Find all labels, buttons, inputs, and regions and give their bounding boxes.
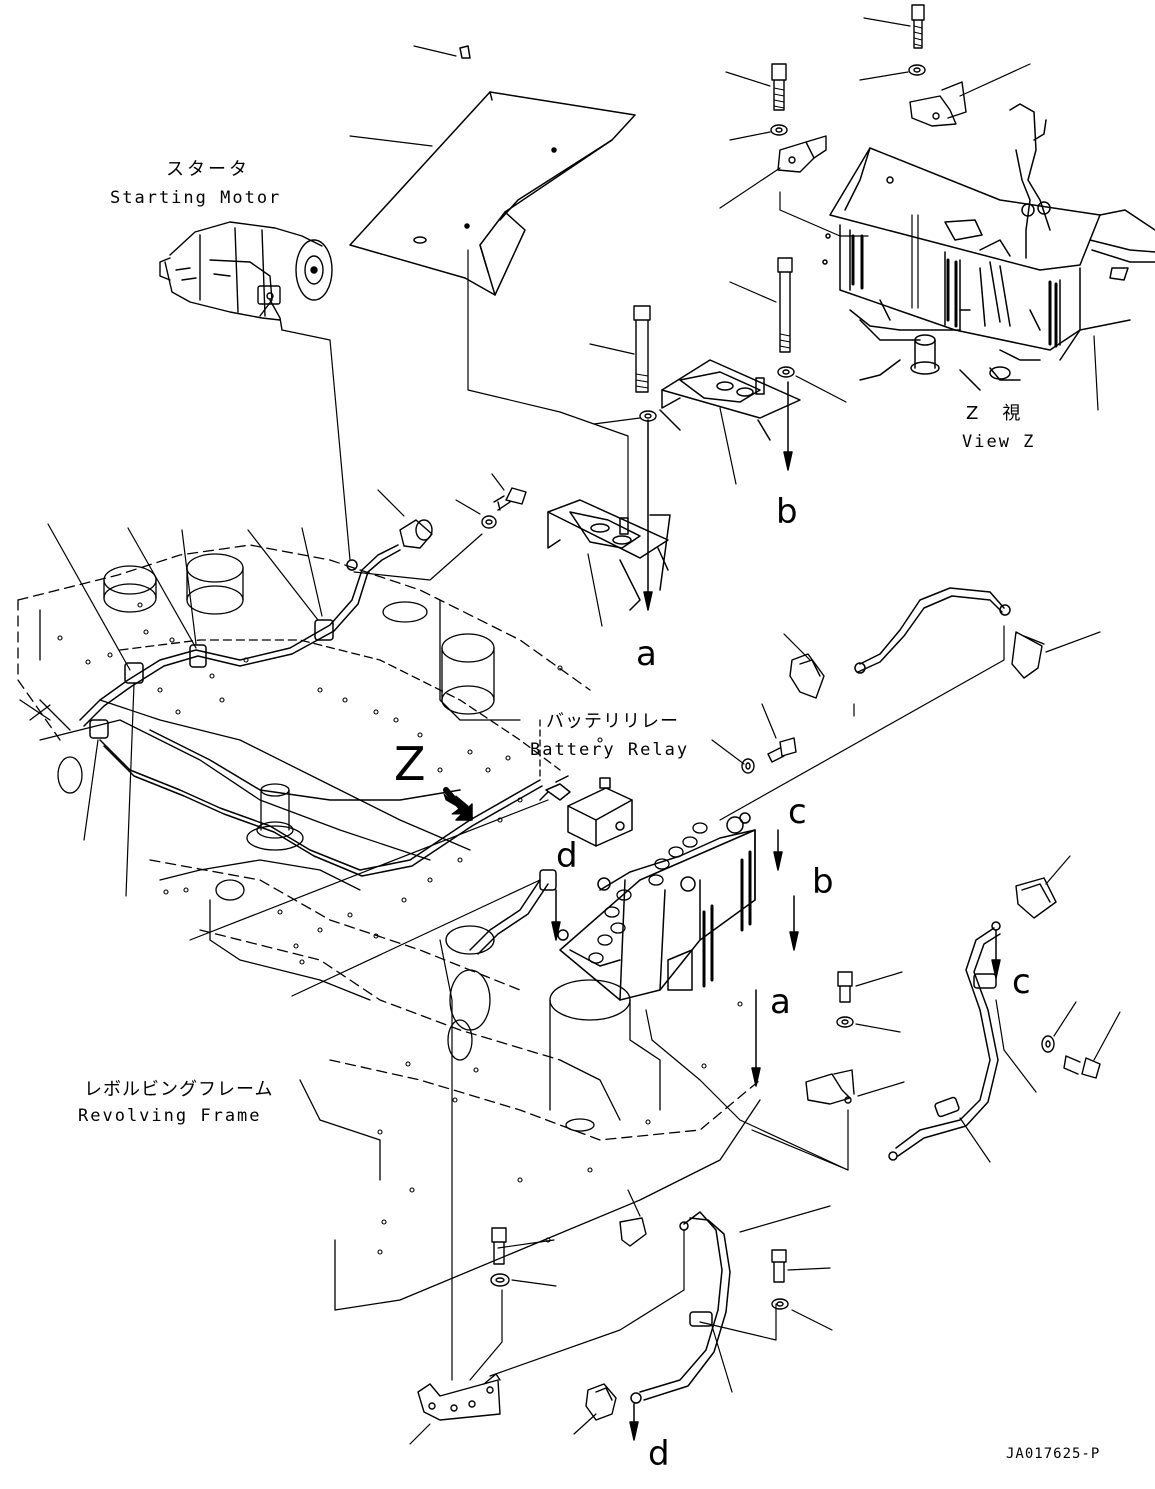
relay-label-en: Battery Relay — [530, 740, 690, 760]
view-z-illustration — [822, 103, 1155, 391]
z-view-marker: Z — [394, 737, 426, 791]
view-z-label-en: View Z — [962, 432, 1036, 452]
leader-lines — [47, 17, 1121, 1445]
frame-label-jp: レボルビングフレーム — [84, 1079, 274, 1100]
starting-motor — [159, 221, 333, 331]
battery-hold-plates — [547, 359, 801, 611]
ref-a-battery: a — [770, 982, 791, 1022]
starter-label-jp: スタータ — [166, 159, 250, 180]
ref-b-upper: b — [776, 492, 798, 532]
revolving-frame — [17, 544, 761, 1311]
drawing-code: JA017625-P — [1006, 1446, 1101, 1462]
relay-label-jp: バッテリリレー — [546, 711, 679, 732]
ref-c-cable: c — [1012, 962, 1031, 1002]
ref-d-bottom: d — [648, 1434, 670, 1474]
battery-cover — [349, 45, 636, 296]
ref-d-relay: d — [556, 836, 578, 876]
frame-label-en: Revolving Frame — [78, 1106, 262, 1126]
ref-c-relay: c — [788, 792, 807, 832]
reference-arrows — [443, 381, 1001, 1441]
bolts-and-washers — [399, 4, 1101, 1421]
ref-a-upper: a — [636, 634, 657, 674]
view-z-label-jp: Z 視 — [966, 403, 1024, 424]
starter-label-en: Starting Motor — [110, 188, 282, 208]
battery-relay — [539, 775, 633, 847]
battery-cables — [630, 587, 1011, 1404]
starter-harness — [79, 544, 557, 955]
batteries — [557, 812, 756, 1001]
ref-b-battery: b — [812, 862, 834, 902]
